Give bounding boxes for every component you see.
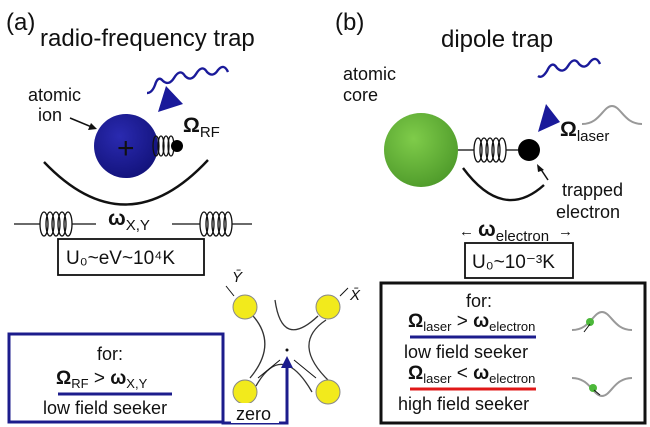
electrode-top-right bbox=[315, 294, 341, 320]
panel-b-title: dipole trap bbox=[441, 26, 553, 53]
energy-box-a bbox=[57, 238, 205, 276]
energy-b-text: U₀~10⁻³K bbox=[472, 252, 555, 273]
laser-arrowhead-b-icon bbox=[538, 104, 560, 132]
axis-x-arrow-icon bbox=[339, 287, 349, 297]
center-arrow-left-icon bbox=[257, 359, 281, 379]
zero-arrowhead-icon bbox=[281, 356, 293, 368]
atomic-core bbox=[384, 113, 458, 187]
condition-a-title: for: bbox=[97, 344, 123, 364]
condition-box-b bbox=[379, 281, 647, 425]
condition-a-inequality: ΩRF > ωX,Y bbox=[56, 368, 148, 391]
electron-a bbox=[171, 140, 183, 152]
omega-electron-left-arrow-icon: ← bbox=[459, 223, 474, 240]
panel-b-label: (b) bbox=[335, 9, 364, 36]
omega-xy-label: ωX,Y bbox=[108, 207, 150, 234]
panel-b: (b) dipole trap atomic core Ωlaser bbox=[335, 9, 647, 425]
low-field-sketch-icon bbox=[571, 310, 633, 333]
condition-a-result: low field seeker bbox=[43, 398, 167, 418]
electrode-field-lines-icon bbox=[244, 299, 331, 393]
zero-label-bg bbox=[231, 403, 279, 423]
omega-laser-label: Ωlaser bbox=[560, 118, 609, 145]
atomic-ion bbox=[94, 114, 158, 178]
electron-label-line2: electron bbox=[556, 202, 620, 222]
spring-b-icon bbox=[473, 137, 507, 163]
ion-pointer-head-icon bbox=[88, 123, 97, 130]
core-label-line2: core bbox=[343, 85, 378, 105]
omega-rf-label: ΩRF bbox=[183, 114, 220, 141]
laser-arrowhead-a-icon bbox=[158, 86, 183, 112]
zero-label: zero bbox=[236, 404, 271, 424]
potential-well-b bbox=[462, 167, 545, 202]
electron-label-line1: trapped bbox=[562, 180, 623, 200]
condition-box-a bbox=[7, 332, 225, 424]
electrode-bottom-left bbox=[232, 379, 258, 405]
quadrupole-electrodes: Ȳ X̄ bbox=[225, 269, 361, 405]
electrode-bottom-right bbox=[315, 379, 341, 405]
axis-y-label: Ȳ bbox=[232, 269, 243, 286]
energy-a-text: U₀~eV~10⁴K bbox=[66, 248, 175, 269]
ion-label-line2: ion bbox=[38, 105, 62, 125]
panel-a: (a) radio-frequency trap atomic ion + ΩR… bbox=[6, 9, 361, 425]
condition-b-inequality-2: Ωlaser < ωelectron bbox=[408, 363, 535, 386]
center-arrow-right-icon bbox=[293, 359, 317, 379]
potential-well-a bbox=[43, 159, 209, 206]
laser-wave-a-icon bbox=[146, 65, 230, 95]
energy-box-b bbox=[464, 242, 574, 279]
panel-a-title: radio-frequency trap bbox=[40, 25, 255, 52]
condition-b-inequality-1: Ωlaser > ωelectron bbox=[408, 311, 535, 334]
ion-label-line1: atomic bbox=[28, 85, 81, 105]
axis-x-label: X̄ bbox=[349, 287, 361, 304]
spring-right-icon bbox=[199, 211, 233, 237]
electron-pointer-head-icon bbox=[537, 164, 544, 172]
condition-b-result-1: low field seeker bbox=[404, 342, 528, 362]
omega-electron-label: ωelectron bbox=[478, 218, 549, 245]
ion-plus-symbol: + bbox=[117, 132, 135, 165]
axis-y-arrow-icon bbox=[225, 285, 235, 297]
trap-center-dot bbox=[285, 348, 289, 352]
omega-electron-right-arrow-icon: → bbox=[558, 223, 573, 240]
condition-b-result-2: high field seeker bbox=[398, 394, 529, 414]
spring-left-icon bbox=[39, 211, 73, 237]
core-label-line1: atomic bbox=[343, 64, 396, 84]
gaussian-sketch-icon bbox=[581, 104, 643, 125]
condition-b-title: for: bbox=[466, 291, 492, 311]
laser-wave-b-icon bbox=[537, 57, 602, 79]
panel-a-label: (a) bbox=[6, 9, 35, 36]
electrode-top-left bbox=[232, 294, 258, 320]
trapped-electron bbox=[518, 139, 540, 161]
high-field-sketch-icon bbox=[571, 377, 633, 398]
